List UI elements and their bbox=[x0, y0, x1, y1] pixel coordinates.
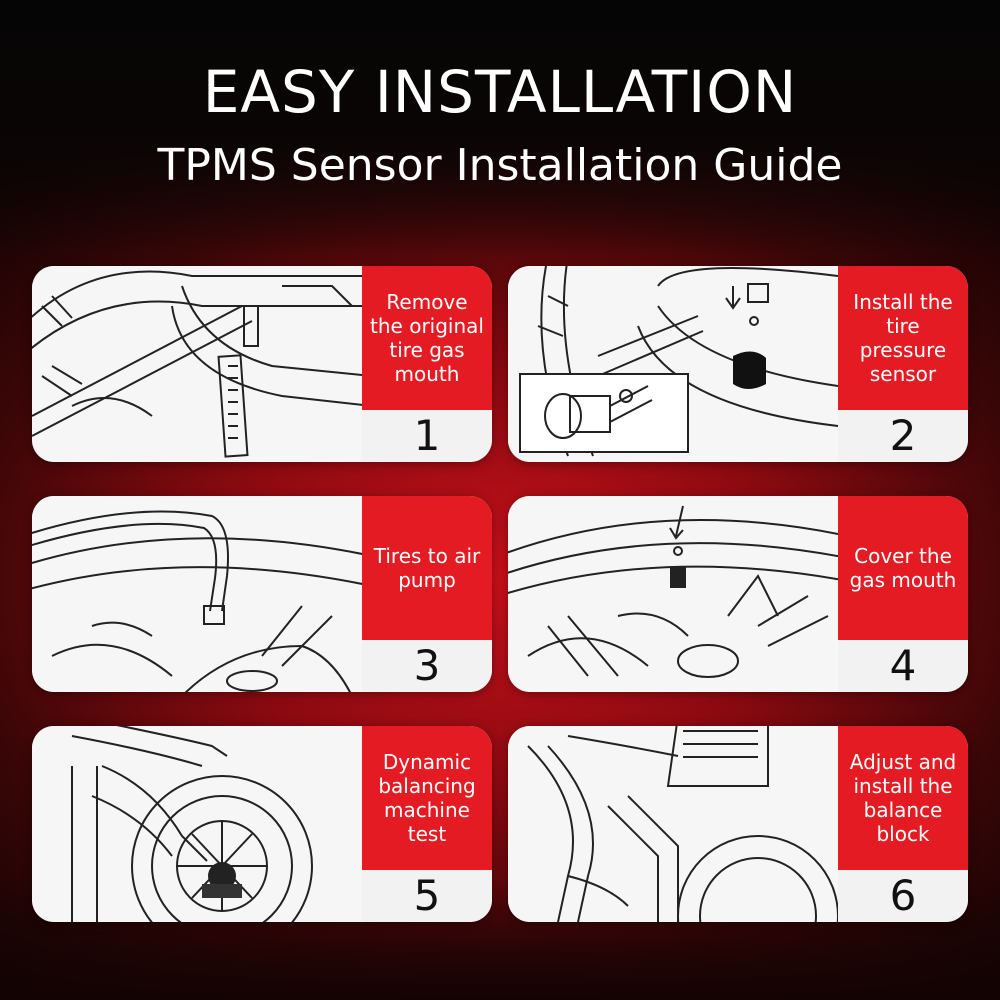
step-4-number: 4 bbox=[838, 640, 968, 692]
tire-valve-removal-icon bbox=[32, 266, 362, 462]
valve-cap-icon bbox=[508, 496, 838, 692]
step-6-label: Adjust and install the balance block bbox=[838, 726, 968, 870]
page-subtitle: TPMS Sensor Installation Guide bbox=[157, 140, 843, 191]
step-3-label: Tires to air pump bbox=[362, 496, 492, 640]
step-2-number: 2 bbox=[838, 410, 968, 462]
step-1-label: Remove the original tire gas mouth bbox=[362, 266, 492, 410]
balance-block-icon bbox=[508, 726, 838, 922]
step-card-1: Remove the original tire gas mouth 1 bbox=[32, 266, 492, 462]
air-pump-icon bbox=[32, 496, 362, 692]
step-1-number: 1 bbox=[362, 410, 492, 462]
step-card-6: Adjust and install the balance block 6 bbox=[508, 726, 968, 922]
step-card-2: Install the tire pressure sensor 2 bbox=[508, 266, 968, 462]
step-card-5: Dynamic balancing machine test 5 bbox=[32, 726, 492, 922]
sensor-install-icon bbox=[508, 266, 838, 462]
step-card-4: Cover the gas mouth 4 bbox=[508, 496, 968, 692]
step-5-label: Dynamic balancing machine test bbox=[362, 726, 492, 870]
step-5-number: 5 bbox=[362, 870, 492, 922]
step-2-label: Install the tire pressure sensor bbox=[838, 266, 968, 410]
step-4-label: Cover the gas mouth bbox=[838, 496, 968, 640]
step-6-number: 6 bbox=[838, 870, 968, 922]
balancing-machine-icon bbox=[32, 726, 362, 922]
step-3-number: 3 bbox=[362, 640, 492, 692]
page-title: EASY INSTALLATION bbox=[202, 58, 798, 126]
step-card-3: Tires to air pump 3 bbox=[32, 496, 492, 692]
header-background bbox=[0, 0, 1000, 260]
